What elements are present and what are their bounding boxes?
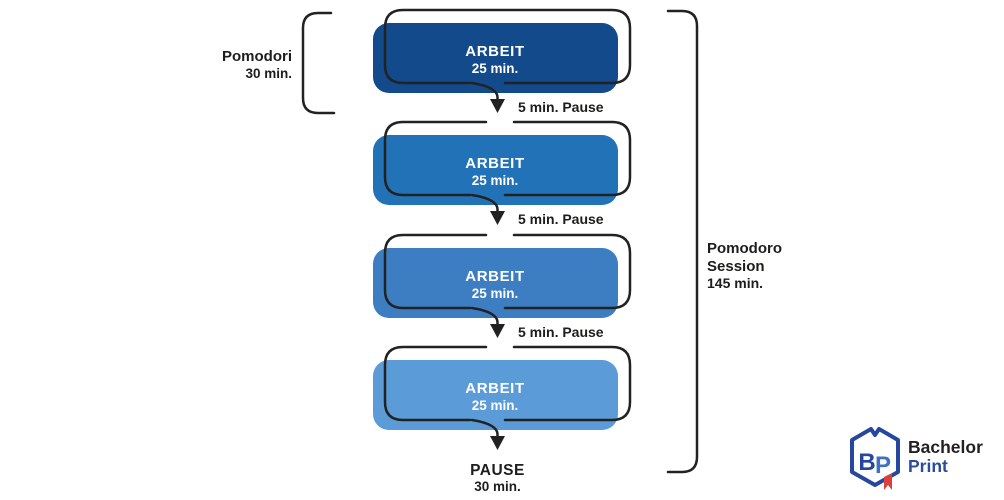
arrow-head-icon bbox=[490, 436, 505, 450]
arrow-stem-icon bbox=[470, 306, 499, 328]
pomodoro-block-2: ARBEIT 25 min. bbox=[373, 120, 632, 205]
arbeit-title-4: ARBEIT bbox=[465, 380, 524, 397]
arbeit-title-1: ARBEIT bbox=[465, 43, 524, 60]
left-bracket-icon bbox=[301, 11, 336, 115]
pomodori-bracket: Pomodori 30 min. bbox=[222, 11, 336, 115]
arbeit-duration-3: 25 min. bbox=[472, 286, 519, 301]
arbeit-duration-2: 25 min. bbox=[472, 173, 519, 188]
arrow-head-icon bbox=[490, 99, 505, 113]
open-book-shape bbox=[850, 427, 900, 487]
arbeit-box-1 bbox=[373, 23, 618, 93]
pomodori-duration: 30 min. bbox=[245, 66, 292, 81]
arbeit-title-2: ARBEIT bbox=[465, 155, 524, 172]
pause-label-1: 5 min. Pause bbox=[518, 99, 604, 115]
arbeit-box-1-outline bbox=[383, 8, 632, 85]
arbeit-box-2-outline bbox=[383, 120, 632, 197]
pomodoro-block-3: ARBEIT 25 min. bbox=[373, 233, 632, 318]
arbeit-title-3: ARBEIT bbox=[465, 268, 524, 285]
session-duration: 145 min. bbox=[707, 275, 763, 291]
pomodori-label: Pomodori bbox=[222, 48, 292, 65]
pomodoro-block-4: ARBEIT 25 min. bbox=[373, 345, 632, 430]
arbeit-duration-4: 25 min. bbox=[472, 398, 519, 413]
arbeit-box-2 bbox=[373, 135, 618, 205]
bachelorprint-logo: B P Bachelor Print bbox=[850, 427, 983, 490]
logo-name-bottom: Print bbox=[908, 456, 948, 476]
arbeit-duration-1: 25 min. bbox=[472, 61, 519, 76]
arbeit-box-4-outline bbox=[383, 345, 632, 422]
logo-name-top: Bachelor bbox=[908, 437, 983, 457]
session-label-line1: Pomodoro bbox=[707, 240, 782, 257]
pomodoro-block-1: ARBEIT 25 min. bbox=[373, 8, 632, 93]
pause-label-2: 5 min. Pause bbox=[518, 211, 604, 227]
arrow-head-icon bbox=[490, 324, 505, 338]
session-label-line2: Session bbox=[707, 258, 765, 275]
final-pause-duration: 30 min. bbox=[474, 479, 521, 494]
bookmark-ribbon-icon bbox=[884, 473, 892, 490]
bachelorprint-book-icon: B P bbox=[850, 427, 900, 490]
pause-label-3: 5 min. Pause bbox=[518, 324, 604, 340]
pause-arrow-3: 5 min. Pause bbox=[470, 306, 604, 340]
arbeit-box-3-outline bbox=[383, 233, 632, 310]
logo-letter-b: B bbox=[858, 449, 875, 476]
right-bracket-icon bbox=[666, 9, 699, 474]
session-bracket: Pomodoro Session 145 min. bbox=[666, 9, 782, 474]
arrow-head-icon bbox=[490, 211, 505, 225]
arrow-stem-icon bbox=[470, 81, 499, 103]
arrow-stem-icon bbox=[470, 418, 499, 440]
logo-letter-p: P bbox=[875, 452, 891, 479]
pause-arrow-2: 5 min. Pause bbox=[470, 193, 604, 227]
final-pause-arrow: PAUSE 30 min. bbox=[470, 418, 525, 494]
arrow-stem-icon bbox=[470, 193, 499, 215]
pause-arrow-1: 5 min. Pause bbox=[470, 81, 604, 115]
arbeit-box-4 bbox=[373, 360, 618, 430]
final-pause-title: PAUSE bbox=[470, 462, 525, 479]
arbeit-box-3 bbox=[373, 248, 618, 318]
